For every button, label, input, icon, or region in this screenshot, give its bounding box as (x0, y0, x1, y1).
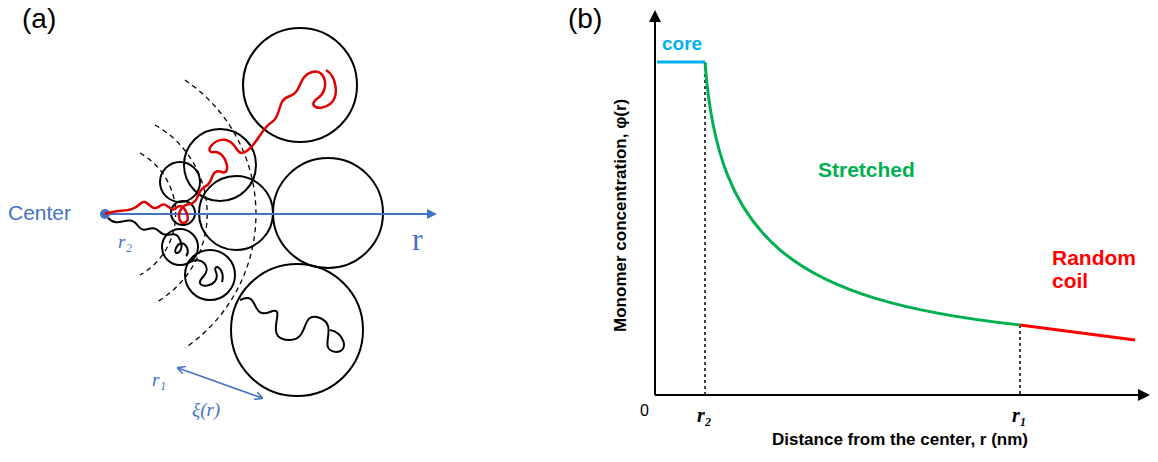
r2-guide (704, 62, 706, 395)
axis-title: Distance from the center, r (nm) (772, 431, 1028, 450)
radius-label: r₁ (152, 370, 166, 391)
blob-size-label: ξ(r) (192, 400, 220, 421)
panel-label: (a) (22, 4, 56, 35)
tick-label: r₁ (1012, 404, 1027, 426)
stretched-curve (705, 62, 1020, 325)
red-chain (105, 70, 336, 223)
tick-label: r₂ (697, 404, 712, 426)
radius-label: r₂ (118, 232, 132, 253)
axis-title: Monomer concentration, φ(r) (613, 98, 632, 331)
random-coil-curve (1020, 325, 1135, 340)
panel-label: (b) (568, 4, 602, 35)
r1-guide (1019, 325, 1021, 395)
black-chains (108, 218, 344, 352)
axis-label: r (412, 222, 423, 257)
region-label: Random coil (1052, 246, 1132, 292)
blob-circles (160, 28, 383, 396)
region-label: Stretched (818, 158, 915, 181)
region-label: core (662, 34, 702, 55)
x-axis (655, 394, 1148, 396)
r-axis (105, 213, 435, 215)
core-line (657, 61, 705, 64)
xi-arrow (178, 368, 262, 398)
origin-label: 0 (640, 402, 649, 420)
center-label: Center (8, 201, 71, 224)
y-axis (654, 12, 656, 395)
